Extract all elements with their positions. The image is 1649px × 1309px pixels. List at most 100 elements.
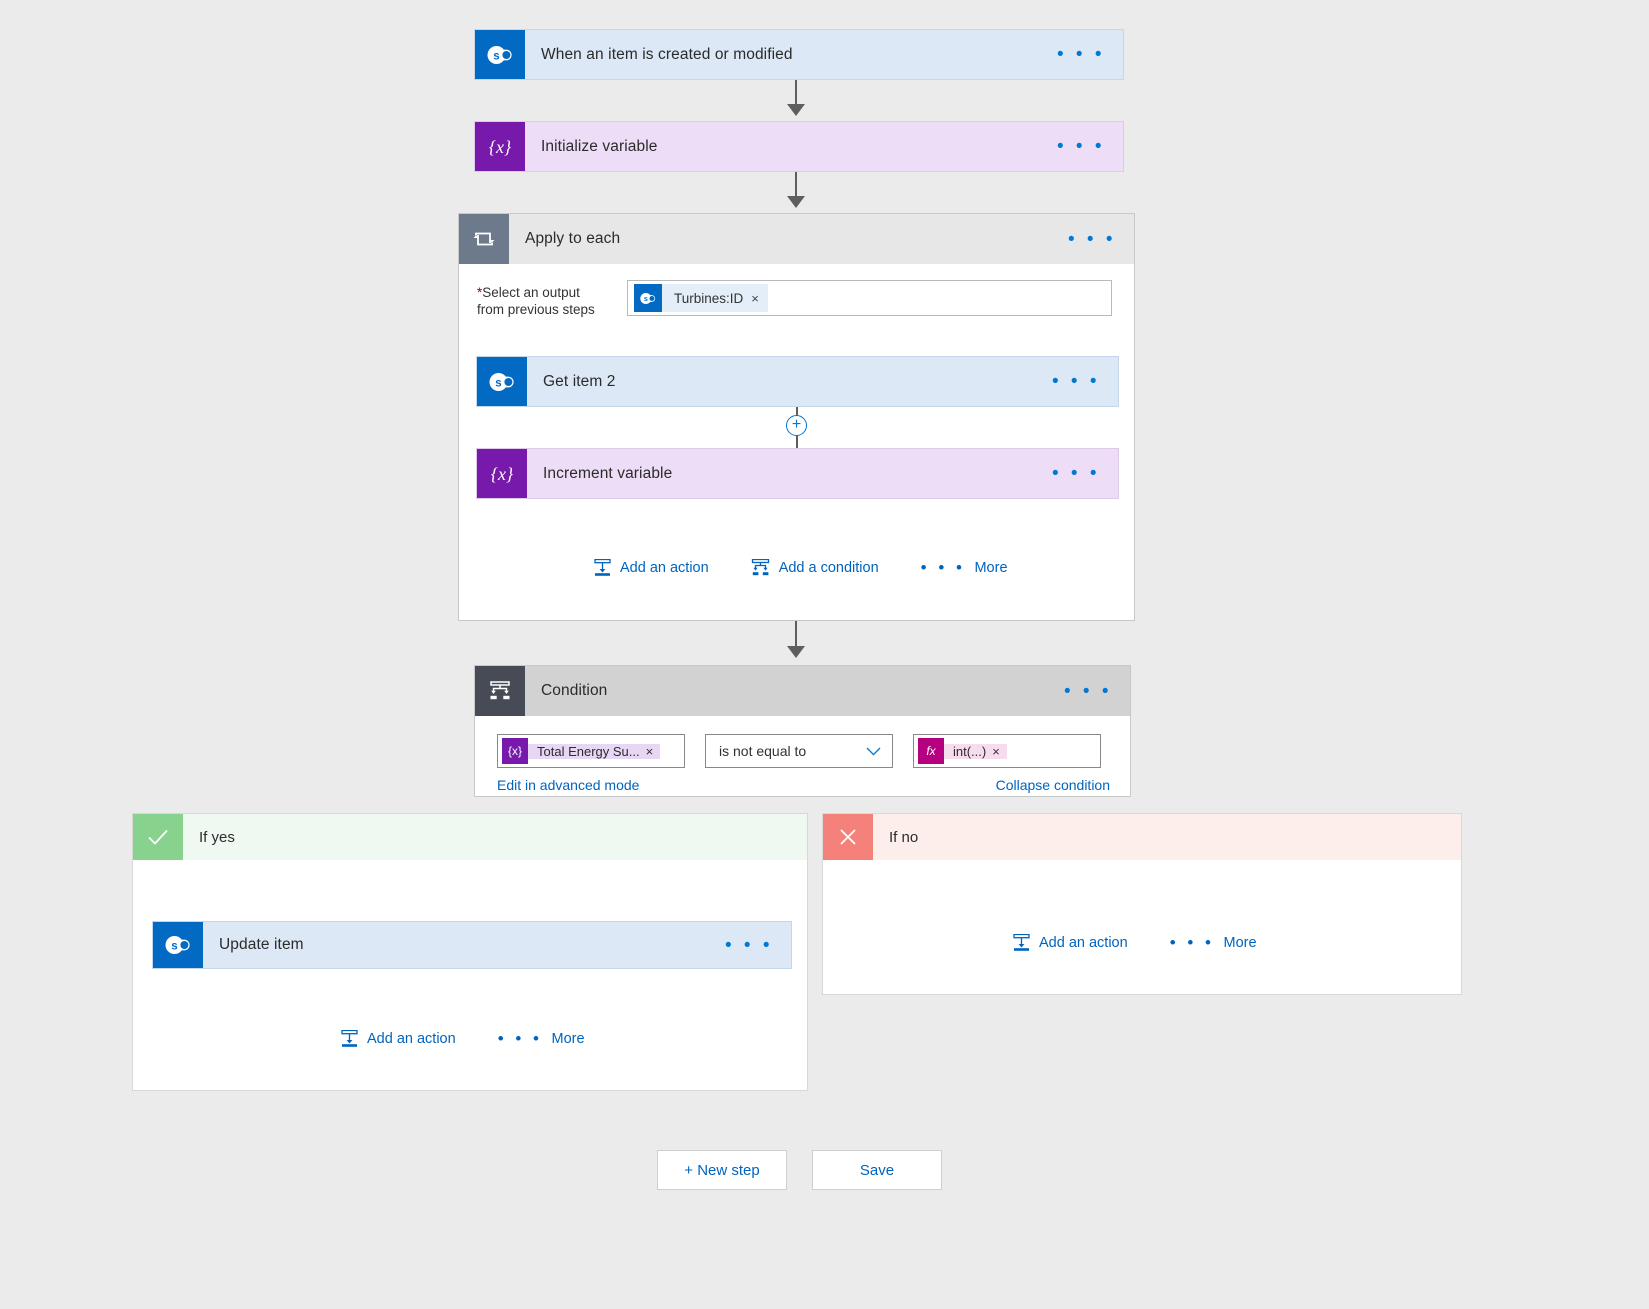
scope-menu-button[interactable]: • • • bbox=[1067, 228, 1116, 250]
svg-text:s: s bbox=[495, 377, 501, 389]
condition-fields-row: {x} Total Energy Su... × is not equal to bbox=[497, 734, 1112, 768]
step-card-trigger[interactable]: s When an item is created or modified • … bbox=[474, 29, 1124, 80]
scope-menu-button[interactable]: • • • bbox=[1063, 680, 1112, 702]
sharepoint-icon: s bbox=[634, 284, 662, 312]
more-dots-icon: • • • bbox=[920, 558, 966, 577]
svg-text:s: s bbox=[644, 296, 648, 303]
token-remove-button[interactable]: × bbox=[751, 290, 759, 306]
condition-operator-value: is not equal to bbox=[719, 743, 807, 759]
connector-line bbox=[795, 80, 797, 108]
scope-header-apply-to-each[interactable]: Apply to each • • • bbox=[459, 214, 1134, 264]
scope-condition: Condition • • • {x} Total Energy Su... ×… bbox=[474, 665, 1131, 797]
more-label: More bbox=[1223, 934, 1257, 951]
step-menu-button[interactable]: • • • bbox=[1051, 371, 1100, 392]
more-link[interactable]: • • • More bbox=[498, 1030, 585, 1047]
step-menu-button[interactable]: • • • bbox=[1056, 136, 1105, 157]
connector-arrow bbox=[787, 646, 805, 658]
svg-text:{x}: {x} bbox=[489, 137, 512, 157]
more-link[interactable]: • • • More bbox=[1170, 934, 1257, 951]
chevron-down-icon bbox=[866, 747, 881, 756]
variable-icon: {x} bbox=[477, 449, 527, 498]
more-label: More bbox=[974, 559, 1008, 576]
token-label-wrap: int(...) × bbox=[944, 743, 1007, 759]
variable-icon: {x} bbox=[475, 122, 525, 171]
scope-header-condition[interactable]: Condition • • • bbox=[475, 666, 1130, 716]
more-link[interactable]: • • • More bbox=[921, 559, 1008, 576]
sharepoint-icon: s bbox=[477, 357, 527, 406]
branch-action-links-no: Add an action • • • More bbox=[1013, 934, 1257, 951]
step-title: Update item bbox=[219, 936, 304, 953]
scope-title: Condition bbox=[541, 682, 608, 699]
branch-header-if-no[interactable]: If no bbox=[823, 814, 1461, 860]
token-total-energy[interactable]: {x} Total Energy Su... × bbox=[502, 738, 661, 764]
scope-title: Apply to each bbox=[525, 230, 621, 247]
select-output-input[interactable]: s Turbines:ID × bbox=[627, 280, 1112, 316]
add-an-action-link[interactable]: Add an action bbox=[1013, 934, 1128, 951]
add-an-action-link[interactable]: Add an action bbox=[594, 559, 709, 576]
edit-in-advanced-mode-link[interactable]: Edit in advanced mode bbox=[497, 777, 640, 793]
required-marker: * bbox=[477, 285, 483, 300]
more-label: More bbox=[551, 1030, 585, 1047]
add-a-condition-link[interactable]: Add a condition bbox=[751, 559, 879, 576]
collapse-condition-link[interactable]: Collapse condition bbox=[995, 777, 1110, 793]
token-remove-button[interactable]: × bbox=[645, 743, 654, 759]
connector-line bbox=[795, 172, 797, 200]
select-output-label-line2: from previous steps bbox=[477, 302, 595, 317]
step-menu-button[interactable]: • • • bbox=[1051, 463, 1100, 484]
branch-title: If no bbox=[889, 828, 919, 846]
cross-icon bbox=[823, 814, 873, 860]
insert-step-button[interactable]: + bbox=[786, 415, 807, 436]
add-an-action-link[interactable]: Add an action bbox=[341, 1030, 456, 1047]
connector-line bbox=[795, 621, 797, 650]
add-action-icon bbox=[594, 559, 611, 576]
scope-action-links: Add an action Add a condition bbox=[594, 559, 1008, 576]
sharepoint-icon: s bbox=[153, 922, 203, 968]
more-dots-icon: • • • bbox=[1169, 933, 1215, 952]
connector-arrow bbox=[787, 104, 805, 116]
step-menu-button[interactable]: • • • bbox=[724, 934, 773, 956]
sharepoint-icon: s bbox=[475, 30, 525, 79]
select-output-label: *Select an output from previous steps bbox=[477, 280, 627, 318]
svg-text:s: s bbox=[493, 50, 499, 62]
token-label: Total Energy Su... bbox=[537, 743, 640, 759]
branch-if-yes: If yes s Update item • • • bbox=[132, 813, 808, 1091]
select-output-label-line1: Select an output bbox=[482, 285, 580, 300]
condition-body: {x} Total Energy Su... × is not equal to bbox=[475, 716, 1130, 793]
condition-left-operand[interactable]: {x} Total Energy Su... × bbox=[497, 734, 685, 768]
condition-icon bbox=[475, 666, 525, 716]
step-card-update-item[interactable]: s Update item • • • bbox=[152, 921, 792, 969]
svg-text:s: s bbox=[171, 940, 177, 952]
step-card-initialize-variable[interactable]: {x} Initialize variable • • • bbox=[474, 121, 1124, 172]
add-condition-icon bbox=[751, 559, 770, 576]
add-an-action-label: Add an action bbox=[1039, 934, 1128, 951]
token-int-expression[interactable]: fx int(...) × bbox=[918, 738, 1007, 764]
save-button[interactable]: Save bbox=[812, 1150, 942, 1190]
token-label-wrap: Total Energy Su... × bbox=[528, 743, 661, 759]
branch-action-links-yes: Add an action • • • More bbox=[341, 1030, 585, 1047]
step-title: Get item 2 bbox=[543, 372, 616, 390]
condition-operator-select[interactable]: is not equal to bbox=[705, 734, 893, 768]
token-label: Turbines:ID bbox=[674, 290, 744, 306]
condition-right-operand[interactable]: fx int(...) × bbox=[913, 734, 1101, 768]
step-card-increment-variable[interactable]: {x} Increment variable • • • bbox=[476, 448, 1119, 499]
add-an-action-label: Add an action bbox=[620, 559, 709, 576]
add-a-condition-label: Add a condition bbox=[778, 559, 879, 576]
scope-apply-to-each: Apply to each • • • *Select an output fr… bbox=[458, 213, 1135, 621]
step-menu-button[interactable]: • • • bbox=[1056, 44, 1105, 65]
footer-buttons: + New step Save bbox=[657, 1150, 942, 1190]
step-card-get-item-2[interactable]: s Get item 2 • • • bbox=[476, 356, 1119, 407]
branch-header-if-yes[interactable]: If yes bbox=[133, 814, 807, 860]
step-title: When an item is created or modified bbox=[541, 45, 793, 63]
token-turbines-id[interactable]: s Turbines:ID × bbox=[634, 284, 768, 312]
select-output-field-row: *Select an output from previous steps s … bbox=[459, 264, 1134, 318]
svg-text:{x}: {x} bbox=[491, 464, 514, 484]
connector-arrow bbox=[787, 196, 805, 208]
add-an-action-label: Add an action bbox=[367, 1030, 456, 1047]
new-step-button[interactable]: + New step bbox=[657, 1150, 787, 1190]
loop-icon bbox=[459, 214, 509, 264]
branch-title: If yes bbox=[199, 828, 235, 846]
add-action-icon bbox=[341, 1030, 358, 1047]
step-title: Increment variable bbox=[543, 464, 673, 482]
function-icon: fx bbox=[918, 738, 944, 764]
token-remove-button[interactable]: × bbox=[992, 743, 1000, 759]
